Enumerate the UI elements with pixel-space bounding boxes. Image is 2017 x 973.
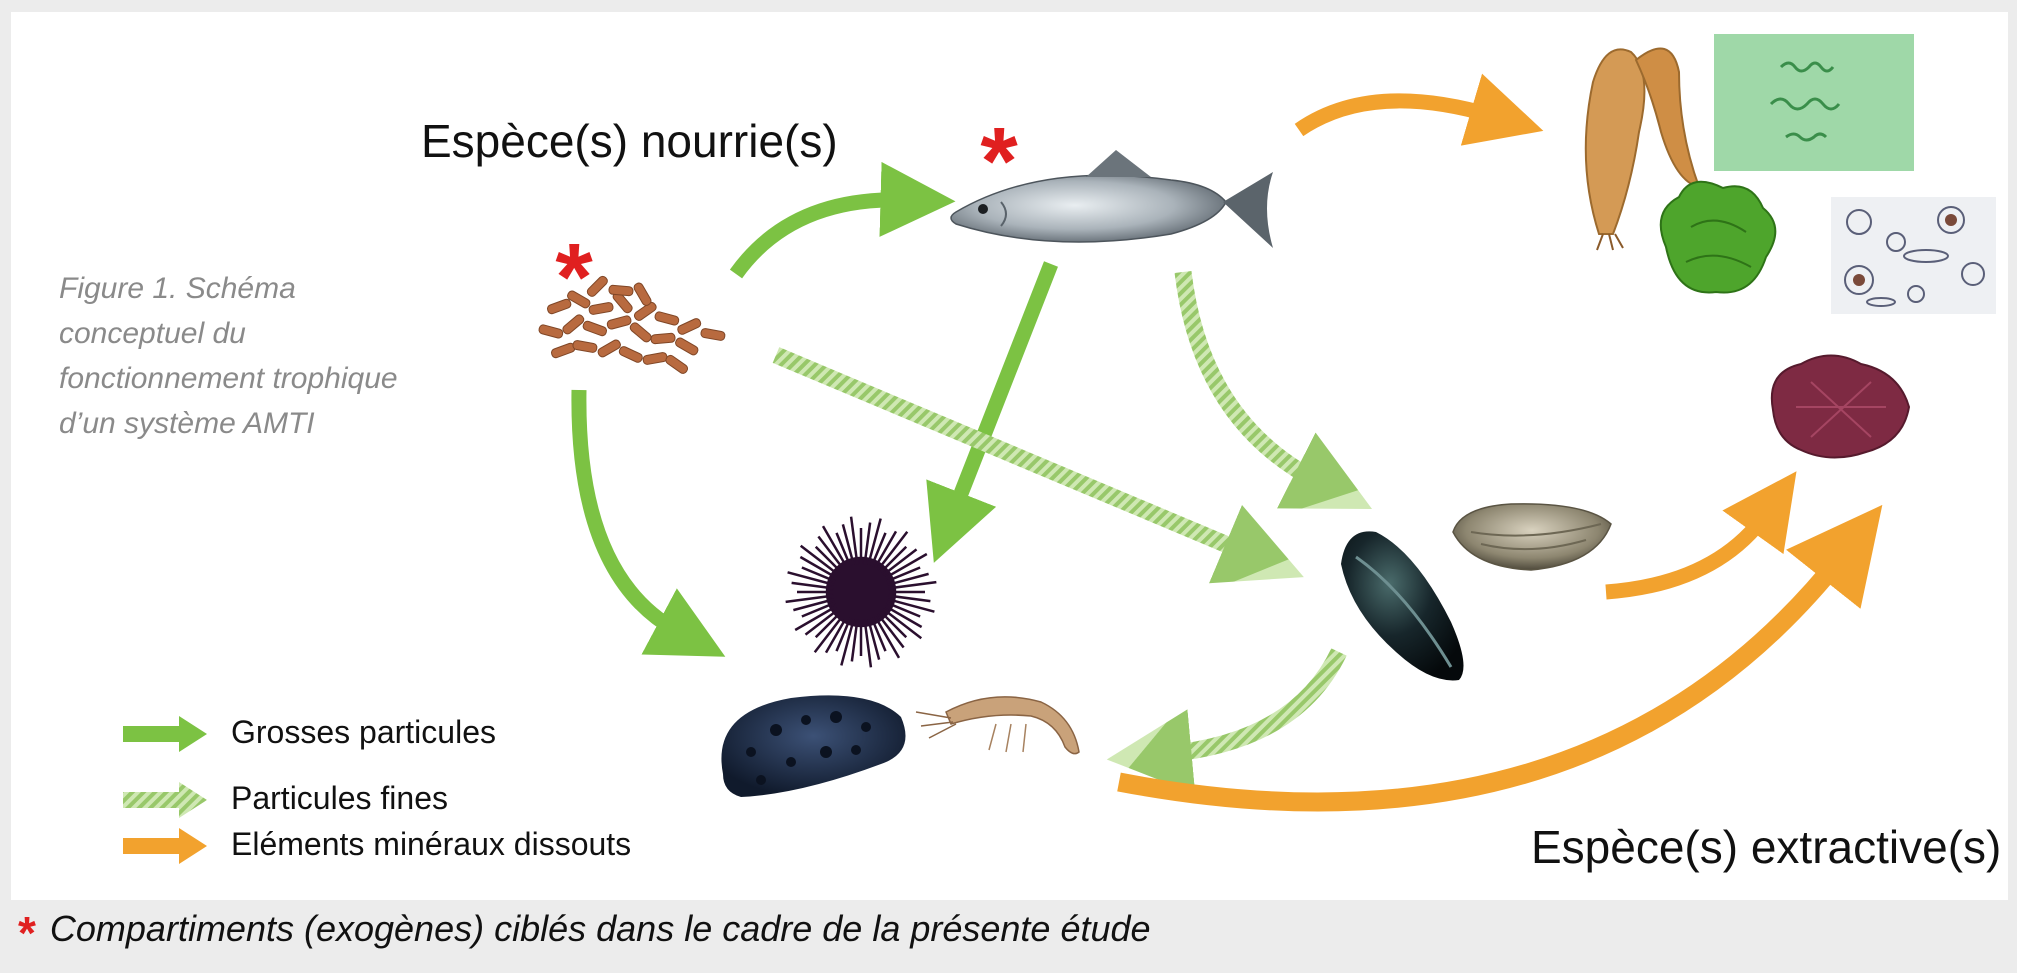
arrow-oyster-to-red-algae	[1606, 514, 1766, 592]
legend-label: Eléments minéraux dissouts	[231, 826, 631, 863]
oyster-icon	[1453, 504, 1611, 570]
striped-green-arrow-icon	[121, 778, 211, 822]
fed-species-title: Espèce(s) nourrie(s)	[421, 114, 838, 168]
arrow-benthic-to-red-algae	[1119, 557, 1841, 802]
red-algae-icon	[1772, 356, 1909, 458]
figure-caption: Figure 1. Schéma conceptuel du fonctionn…	[59, 266, 439, 446]
marker-feed: *	[555, 224, 593, 331]
arrow-fish-to-mussel	[1183, 272, 1319, 482]
arrow-fish-to-urchin	[953, 264, 1051, 514]
sea-urchin-icon	[786, 517, 937, 668]
mussel-icon	[1341, 531, 1464, 680]
footer-note: * Compartiments (exogènes) ciblés dans le…	[18, 906, 1151, 966]
arrows-large-particles	[579, 200, 1051, 632]
diagram-panel: * * Espèce(s) nourrie(s) Espèce(s) extra…	[11, 12, 2008, 900]
trophic-diagram: * *	[11, 12, 2008, 900]
legend-label: Particules fines	[231, 780, 448, 817]
sea-cucumber-icon	[721, 695, 905, 797]
footer-text: Compartiments (exogènes) ciblés dans le …	[50, 908, 1151, 949]
orange-arrow-icon	[121, 824, 211, 868]
arrow-feed-to-fish	[736, 200, 903, 274]
arrow-feed-to-cucumber	[579, 390, 679, 632]
sea-lettuce-icon	[1661, 182, 1776, 293]
shrimp-icon	[916, 697, 1079, 754]
legend-label: Grosses particules	[231, 714, 496, 751]
arrow-feed-to-mussel	[776, 355, 1249, 554]
extractive-species-title: Espèce(s) extractive(s)	[1531, 820, 2001, 874]
marker-fish: *	[980, 108, 1018, 215]
solid-green-arrow-icon	[121, 712, 211, 756]
spirulina-icon	[1714, 34, 1914, 171]
arrow-fish-to-algae	[1299, 101, 1493, 130]
diatoms-icon	[1831, 197, 1996, 314]
arrow-mussel-to-shrimp	[1166, 652, 1339, 754]
asterisk-icon: *	[18, 907, 36, 959]
arrows-fine-particles	[776, 272, 1339, 754]
